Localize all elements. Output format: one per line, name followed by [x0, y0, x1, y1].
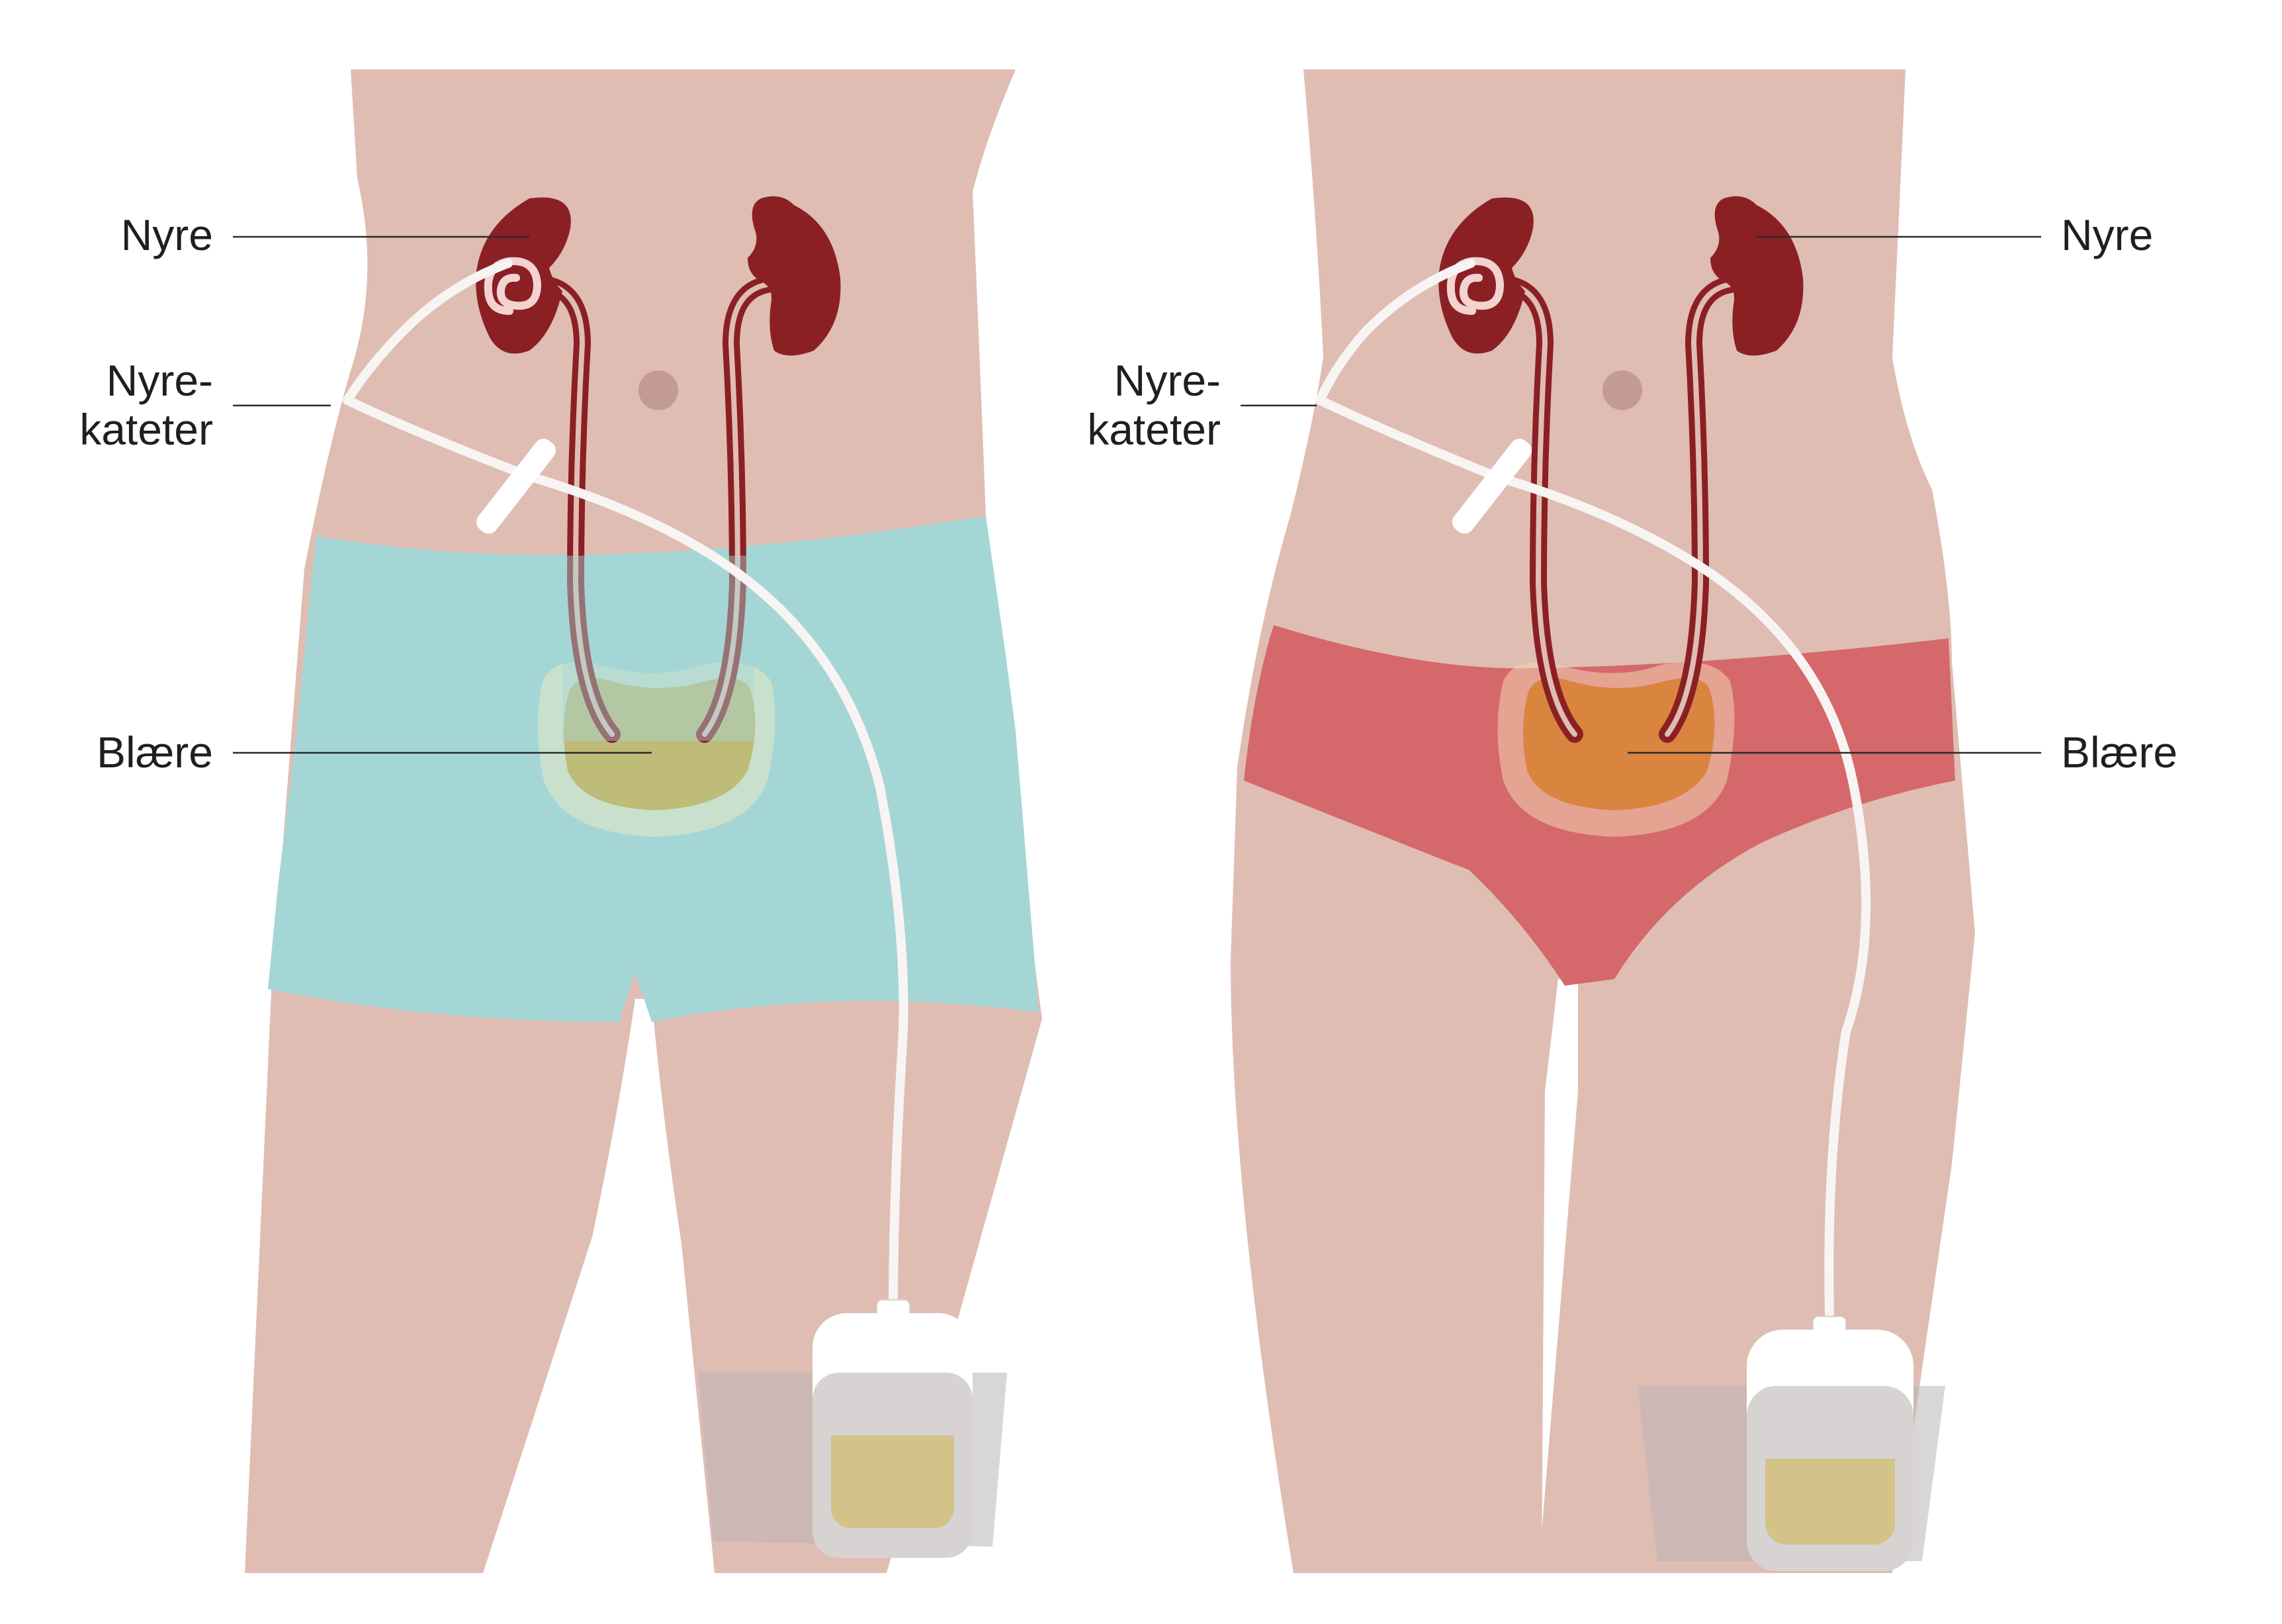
right-catheter-clip-icon: [1452, 439, 1532, 534]
left-ureter-right-inner: [702, 282, 770, 737]
right-urine-bag-icon: [1747, 1316, 1913, 1571]
right-kidney-left-icon: [1438, 197, 1534, 354]
left-urine-bag-icon: [812, 1299, 973, 1558]
left-ureter-fade: [562, 556, 754, 741]
right-pigtail-coil: [1446, 257, 1505, 315]
right-label-katheter-2: kateter: [1087, 405, 1221, 454]
right-bladder-icon: [1497, 662, 1735, 837]
left-label-blaere: Blære: [97, 728, 213, 777]
left-label-nyre: Nyre: [121, 210, 213, 259]
left-catheter-clip-icon: [476, 439, 556, 534]
right-ureter-right-inner: [1665, 282, 1733, 737]
right-label-nyre: Nyre: [2061, 210, 2153, 259]
right-figure: Nyre Nyre- kateter Blære: [1087, 69, 2177, 1573]
right-navel-icon: [1602, 370, 1642, 410]
left-label-katheter-2: kateter: [79, 405, 213, 454]
left-figure: Nyre Nyre- kateter Blære: [79, 69, 1042, 1573]
left-navel-icon: [638, 370, 678, 410]
left-pigtail-coil: [484, 257, 542, 315]
left-kidney-right-icon: [748, 196, 841, 356]
right-label-blaere: Blære: [2061, 728, 2177, 777]
right-label-katheter-1: Nyre-: [1114, 356, 1221, 405]
left-label-katheter-1: Nyre-: [107, 356, 213, 405]
